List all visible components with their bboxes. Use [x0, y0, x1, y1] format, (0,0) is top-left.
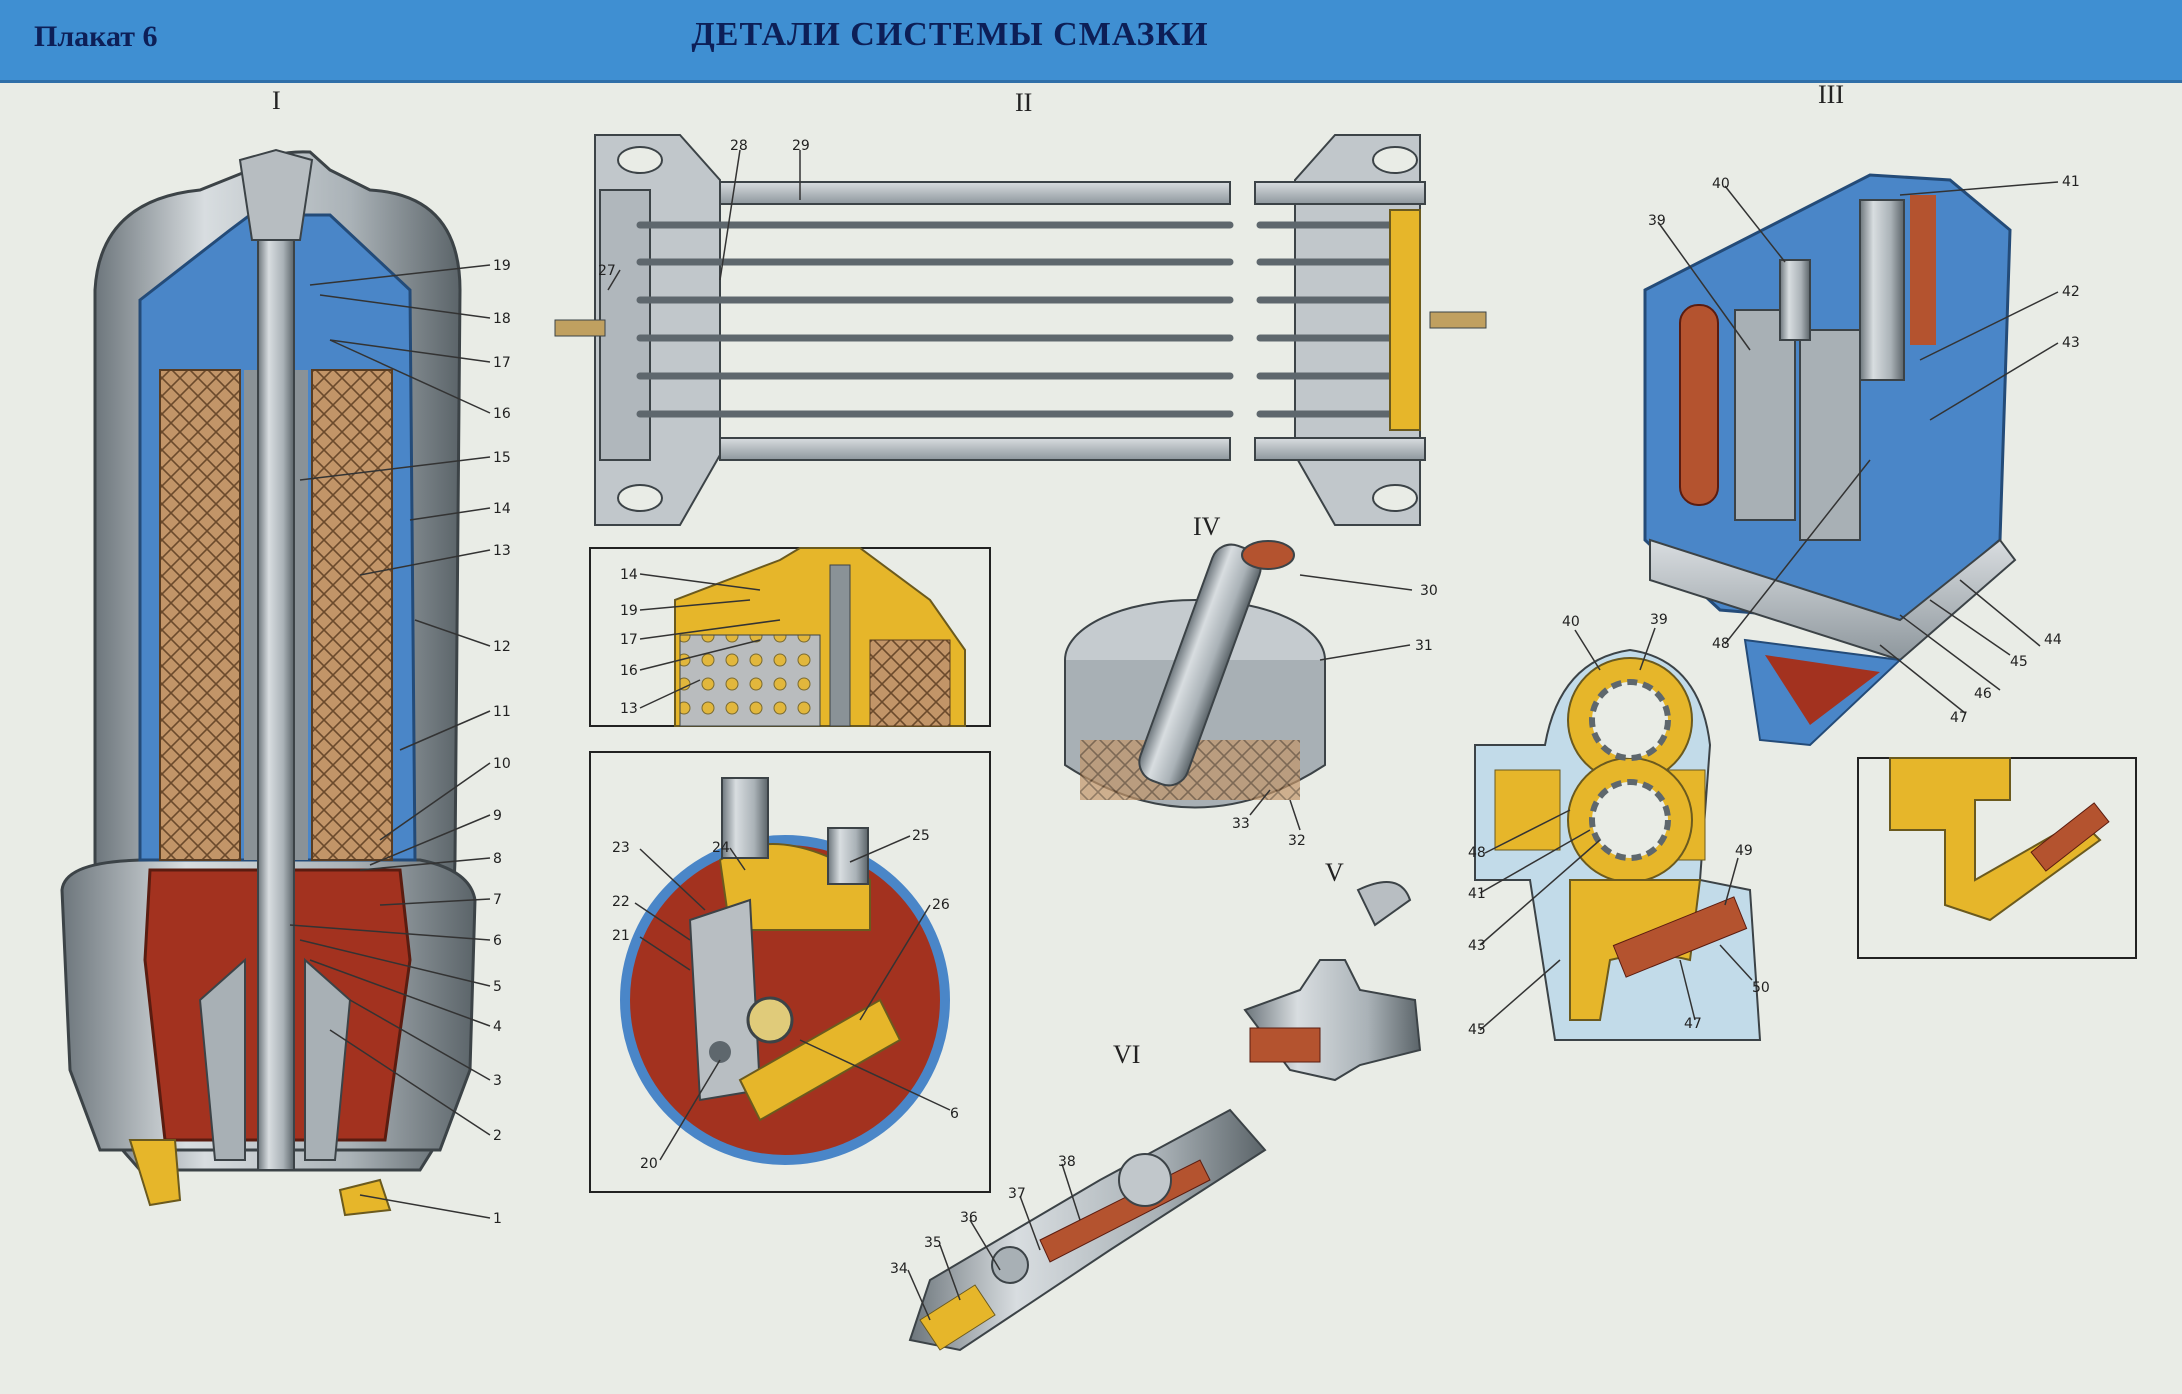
callout-3: 3: [493, 1073, 502, 1089]
callout-14-detail: 14: [620, 567, 638, 583]
section-label-iii: III: [1818, 80, 1844, 109]
callout-13: 13: [493, 543, 511, 559]
callout-48-gears: 48: [1468, 845, 1486, 861]
callout-6: 6: [493, 933, 502, 949]
callout-13-detail: 13: [620, 701, 638, 717]
callout-numbers: 1 2 3 4 5 6 7 8 9 10 11 12 13 14 15 16 1…: [493, 138, 2080, 1277]
callout-10: 10: [493, 756, 511, 772]
callout-11: 11: [493, 704, 511, 720]
oil-line-fitting: [908, 1108, 1267, 1352]
callout-leaders: [289, 149, 2059, 1321]
section-label-v: V: [1325, 858, 1344, 887]
oil-pump-gears-section: [1474, 648, 1762, 1041]
callout-21: 21: [612, 928, 630, 944]
oil-radiator: [554, 134, 1487, 526]
callout-30: 30: [1420, 583, 1438, 599]
callout-31: 31: [1415, 638, 1433, 654]
callout-16: 16: [493, 406, 511, 422]
callout-43-gears: 43: [1468, 938, 1486, 954]
oil-filter-assembly: [60, 148, 477, 1217]
callout-8: 8: [493, 851, 502, 867]
callout-40-gears: 40: [1562, 614, 1580, 630]
callout-5: 5: [493, 979, 502, 995]
callout-43: 43: [2062, 335, 2080, 351]
pressure-valve-detail: [1857, 757, 2137, 959]
callout-38: 38: [1058, 1154, 1076, 1170]
callout-36: 36: [960, 1210, 978, 1226]
callout-39: 39: [1648, 213, 1666, 229]
callout-41-gears: 41: [1468, 886, 1486, 902]
callout-24: 24: [712, 840, 730, 856]
section-label-i: I: [272, 86, 281, 115]
callout-32: 32: [1288, 833, 1306, 849]
callout-18: 18: [493, 311, 511, 327]
callout-44: 44: [2044, 632, 2062, 648]
callout-49: 49: [1735, 843, 1753, 859]
callout-34: 34: [890, 1261, 908, 1277]
callout-50: 50: [1752, 980, 1770, 996]
callout-19-detail: 19: [620, 603, 638, 619]
oil-pump-housing: [1643, 173, 2017, 747]
section-label-iv: IV: [1193, 512, 1221, 541]
callout-6-bypass: 6: [950, 1106, 959, 1122]
callout-35: 35: [924, 1235, 942, 1251]
callout-27: 27: [598, 263, 616, 279]
plate-header: Плакат 6 ДЕТАЛИ СИСТЕМЫ СМАЗКИ: [0, 0, 2182, 83]
callout-48: 48: [1712, 636, 1730, 652]
drain-cock: [1243, 881, 1422, 1082]
callout-42: 42: [2062, 284, 2080, 300]
callout-17: 17: [493, 355, 511, 371]
callout-39-gears: 39: [1650, 612, 1668, 628]
callout-40: 40: [1712, 176, 1730, 192]
plate-number: Плакат 6: [34, 20, 158, 53]
callout-28: 28: [730, 138, 748, 154]
bypass-valve-detail: [589, 751, 991, 1193]
callout-12: 12: [493, 639, 511, 655]
callout-33: 33: [1232, 816, 1250, 832]
callout-19: 19: [493, 258, 511, 274]
callout-9: 9: [493, 808, 502, 824]
callout-37: 37: [1008, 1186, 1026, 1202]
callout-47: 47: [1950, 710, 1968, 726]
callout-25: 25: [912, 828, 930, 844]
callout-26: 26: [932, 897, 950, 913]
callout-20: 20: [640, 1156, 658, 1172]
callout-1: 1: [493, 1211, 502, 1227]
callout-41: 41: [2062, 174, 2080, 190]
callout-45-gears: 45: [1468, 1022, 1486, 1038]
callout-16-detail: 16: [620, 663, 638, 679]
callout-2: 2: [493, 1128, 502, 1144]
callout-47-gears: 47: [1684, 1016, 1702, 1032]
section-label-vi: VI: [1113, 1040, 1141, 1069]
callout-7: 7: [493, 892, 502, 908]
section-label-ii: II: [1015, 88, 1033, 117]
callout-22: 22: [612, 894, 630, 910]
callout-4: 4: [493, 1019, 502, 1035]
callout-17-detail: 17: [620, 632, 638, 648]
oil-receiver-screen: [1064, 540, 1326, 809]
callout-14: 14: [493, 501, 511, 517]
callout-29: 29: [792, 138, 810, 154]
callout-46: 46: [1974, 686, 1992, 702]
callout-45: 45: [2010, 654, 2028, 670]
callout-15: 15: [493, 450, 511, 466]
callout-23: 23: [612, 840, 630, 856]
plate-title: ДЕТАЛИ СИСТЕМЫ СМАЗКИ: [691, 16, 1209, 53]
